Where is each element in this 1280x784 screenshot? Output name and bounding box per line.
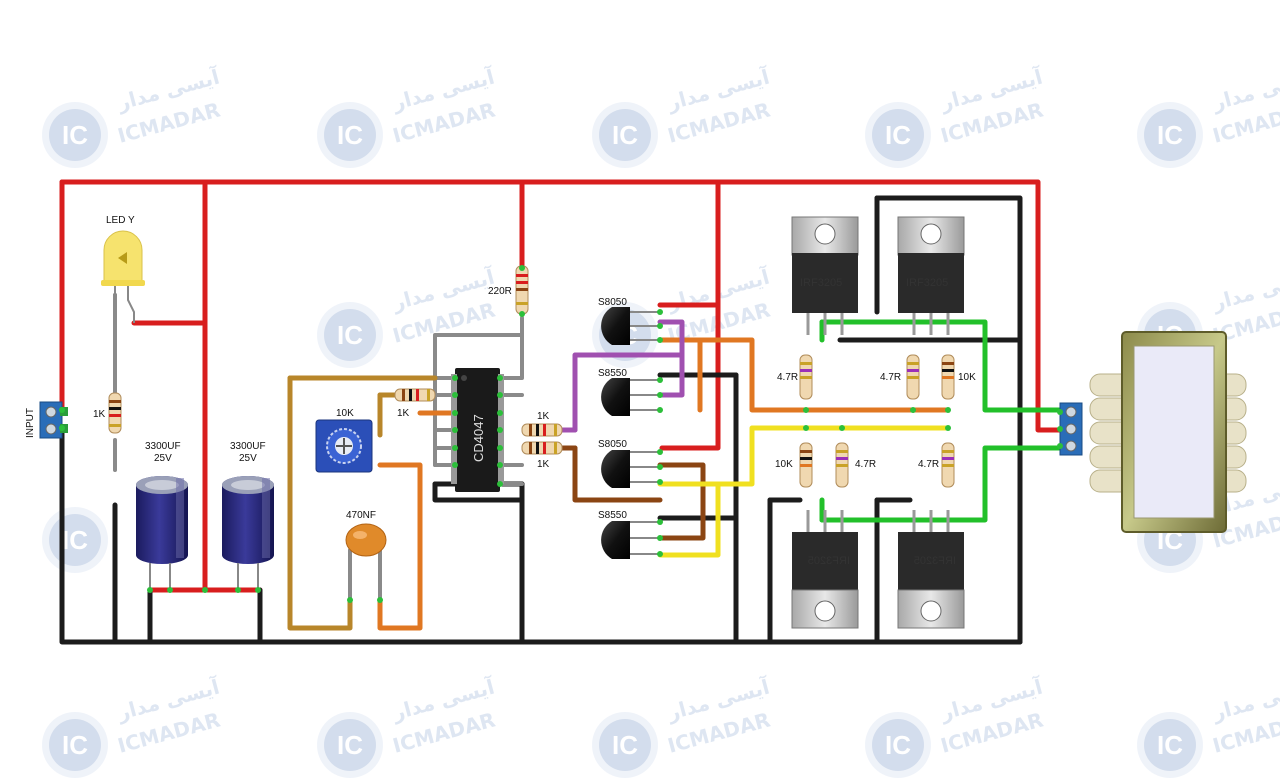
- svg-text:IC: IC: [885, 730, 911, 760]
- watermark-logo: IC: [42, 507, 108, 573]
- resistor-gate-4: 4.7R: [918, 442, 955, 488]
- ic-label: CD4047: [471, 414, 486, 462]
- watermark-logo: IC آیسی مدار ICMADAR: [592, 673, 773, 778]
- cap2-value: 3300UF: [230, 441, 266, 452]
- pot-label: 10K: [336, 408, 354, 419]
- resistor-220r-label: 220R: [488, 286, 512, 297]
- transistor-q3: S8050: [598, 439, 660, 488]
- watermark-logo: IC آیسی مدار ICMADAR: [42, 63, 223, 168]
- capacitor-timing-label: 470NF: [346, 510, 376, 521]
- resistor-pulldown-1-label: 10K: [958, 372, 976, 383]
- resistor-gate-3: 4.7R: [835, 442, 876, 488]
- resistor-gate-1-label: 4.7R: [777, 372, 798, 383]
- svg-text:IC: IC: [1157, 730, 1183, 760]
- cap1-voltage: 25V: [154, 453, 172, 464]
- watermark-logo: IC آیسی مدار ICMADAR: [1137, 63, 1280, 168]
- mosfet-3-label: IRF3205: [808, 555, 850, 567]
- svg-text:IC: IC: [885, 120, 911, 150]
- resistor-220r: 220R: [488, 265, 529, 315]
- resistor-out-2: 1K: [521, 441, 563, 470]
- watermark-logo: IC آیسی مدار ICMADAR: [592, 63, 773, 168]
- mosfet-2: IRF3205: [897, 216, 965, 335]
- wire-brown: [557, 445, 706, 541]
- capacitor-2: 3300UF 25V: [222, 441, 274, 590]
- transistor-q4: S8550: [598, 510, 660, 559]
- junction-dots: [59, 265, 1063, 603]
- watermark-logo: IC آیسی مدار ICMADAR: [865, 673, 1046, 778]
- resistor-gate-3-label: 4.7R: [855, 459, 876, 470]
- output-terminal: [1059, 402, 1083, 456]
- svg-text:IC: IC: [1157, 120, 1183, 150]
- resistor-pulldown-1: 10K: [941, 354, 976, 400]
- svg-text:IC: IC: [62, 730, 88, 760]
- resistor-gate-2-label: 4.7R: [880, 372, 901, 383]
- led-component: LED Y: [101, 215, 145, 323]
- transistor-q4-label: S8550: [598, 510, 627, 521]
- svg-text:IC: IC: [337, 320, 363, 350]
- wire-orange: [377, 337, 951, 631]
- watermark-logo: IC آیسی مدار ICMADAR: [1137, 673, 1280, 778]
- resistor-pot-label: 1K: [397, 408, 410, 419]
- transformer: [1089, 331, 1247, 533]
- transistor-q3-label: S8050: [598, 439, 627, 450]
- wire-green: [819, 319, 1063, 523]
- wire-ground: [59, 195, 1023, 645]
- resistor-pot: 1K: [394, 388, 436, 419]
- svg-text:IC: IC: [612, 730, 638, 760]
- transistor-q2-label: S8550: [598, 368, 627, 379]
- trimmer-pot: 10K: [315, 408, 373, 473]
- wire-yellow: [657, 425, 951, 558]
- svg-text:IC: IC: [612, 120, 638, 150]
- watermark-logo: IC آیسی مدار ICMADAR: [317, 673, 498, 778]
- resistor-out-2-label: 1K: [537, 459, 550, 470]
- watermark-logo: IC آیسی مدار ICMADAR: [317, 63, 498, 168]
- svg-text:آیسی مدار: آیسی مدار: [1209, 263, 1280, 315]
- transistor-q1-label: S8050: [598, 297, 627, 308]
- cap1-value: 3300UF: [145, 441, 181, 452]
- svg-text:آیسی مدار: آیسی مدار: [1209, 63, 1280, 115]
- capacitor-1: 3300UF 25V: [136, 441, 188, 590]
- led-label: LED Y: [106, 215, 135, 226]
- mosfet-4-label: IRF3205: [914, 555, 956, 567]
- svg-text:IC: IC: [337, 730, 363, 760]
- ic-cd4047: CD4047: [451, 368, 504, 492]
- watermark-logo: IC آیسی مدار ICMADAR: [865, 63, 1046, 168]
- capacitor-timing: 470NF: [345, 510, 387, 557]
- resistor-led-label: 1K: [93, 409, 106, 420]
- watermark-logo: IC آیسی مدار ICMADAR: [42, 673, 223, 778]
- watermark-logo: IC آیسی مدار ICMADAR: [317, 263, 498, 368]
- input-label: INPUT: [25, 408, 36, 438]
- svg-text:آیسی مدار: آیسی مدار: [1209, 673, 1280, 725]
- wire-timing: [287, 375, 438, 631]
- mosfet-4: IRF3205: [897, 510, 965, 629]
- wire-positive: [59, 179, 1063, 593]
- mosfet-1: IRF3205: [791, 216, 859, 335]
- wire-gray: [113, 293, 524, 602]
- mosfet-3: IRF3205: [791, 510, 859, 629]
- resistor-gate-2: 4.7R: [880, 354, 920, 400]
- resistor-out-1-label: 1K: [537, 411, 550, 422]
- resistor-led: 1K: [93, 392, 122, 434]
- resistor-pulldown-2-label: 10K: [775, 459, 793, 470]
- svg-text:IC: IC: [62, 120, 88, 150]
- cap2-voltage: 25V: [239, 453, 257, 464]
- mosfet-1-label: IRF3205: [800, 277, 842, 289]
- transistor-q2: S8550: [598, 368, 660, 416]
- mosfet-2-label: IRF3205: [906, 277, 948, 289]
- svg-text:IC: IC: [62, 525, 88, 555]
- transistor-q1: S8050: [598, 297, 660, 345]
- resistor-pulldown-2: 10K: [775, 442, 813, 488]
- resistor-gate-1: 4.7R: [777, 354, 813, 400]
- resistor-out-1: 1K: [521, 411, 563, 437]
- svg-text:IC: IC: [337, 120, 363, 150]
- resistor-gate-4-label: 4.7R: [918, 459, 939, 470]
- watermark-layer: IC آیسی مدار ICMADAR IC آیسی مدار ICMADA…: [42, 63, 1280, 778]
